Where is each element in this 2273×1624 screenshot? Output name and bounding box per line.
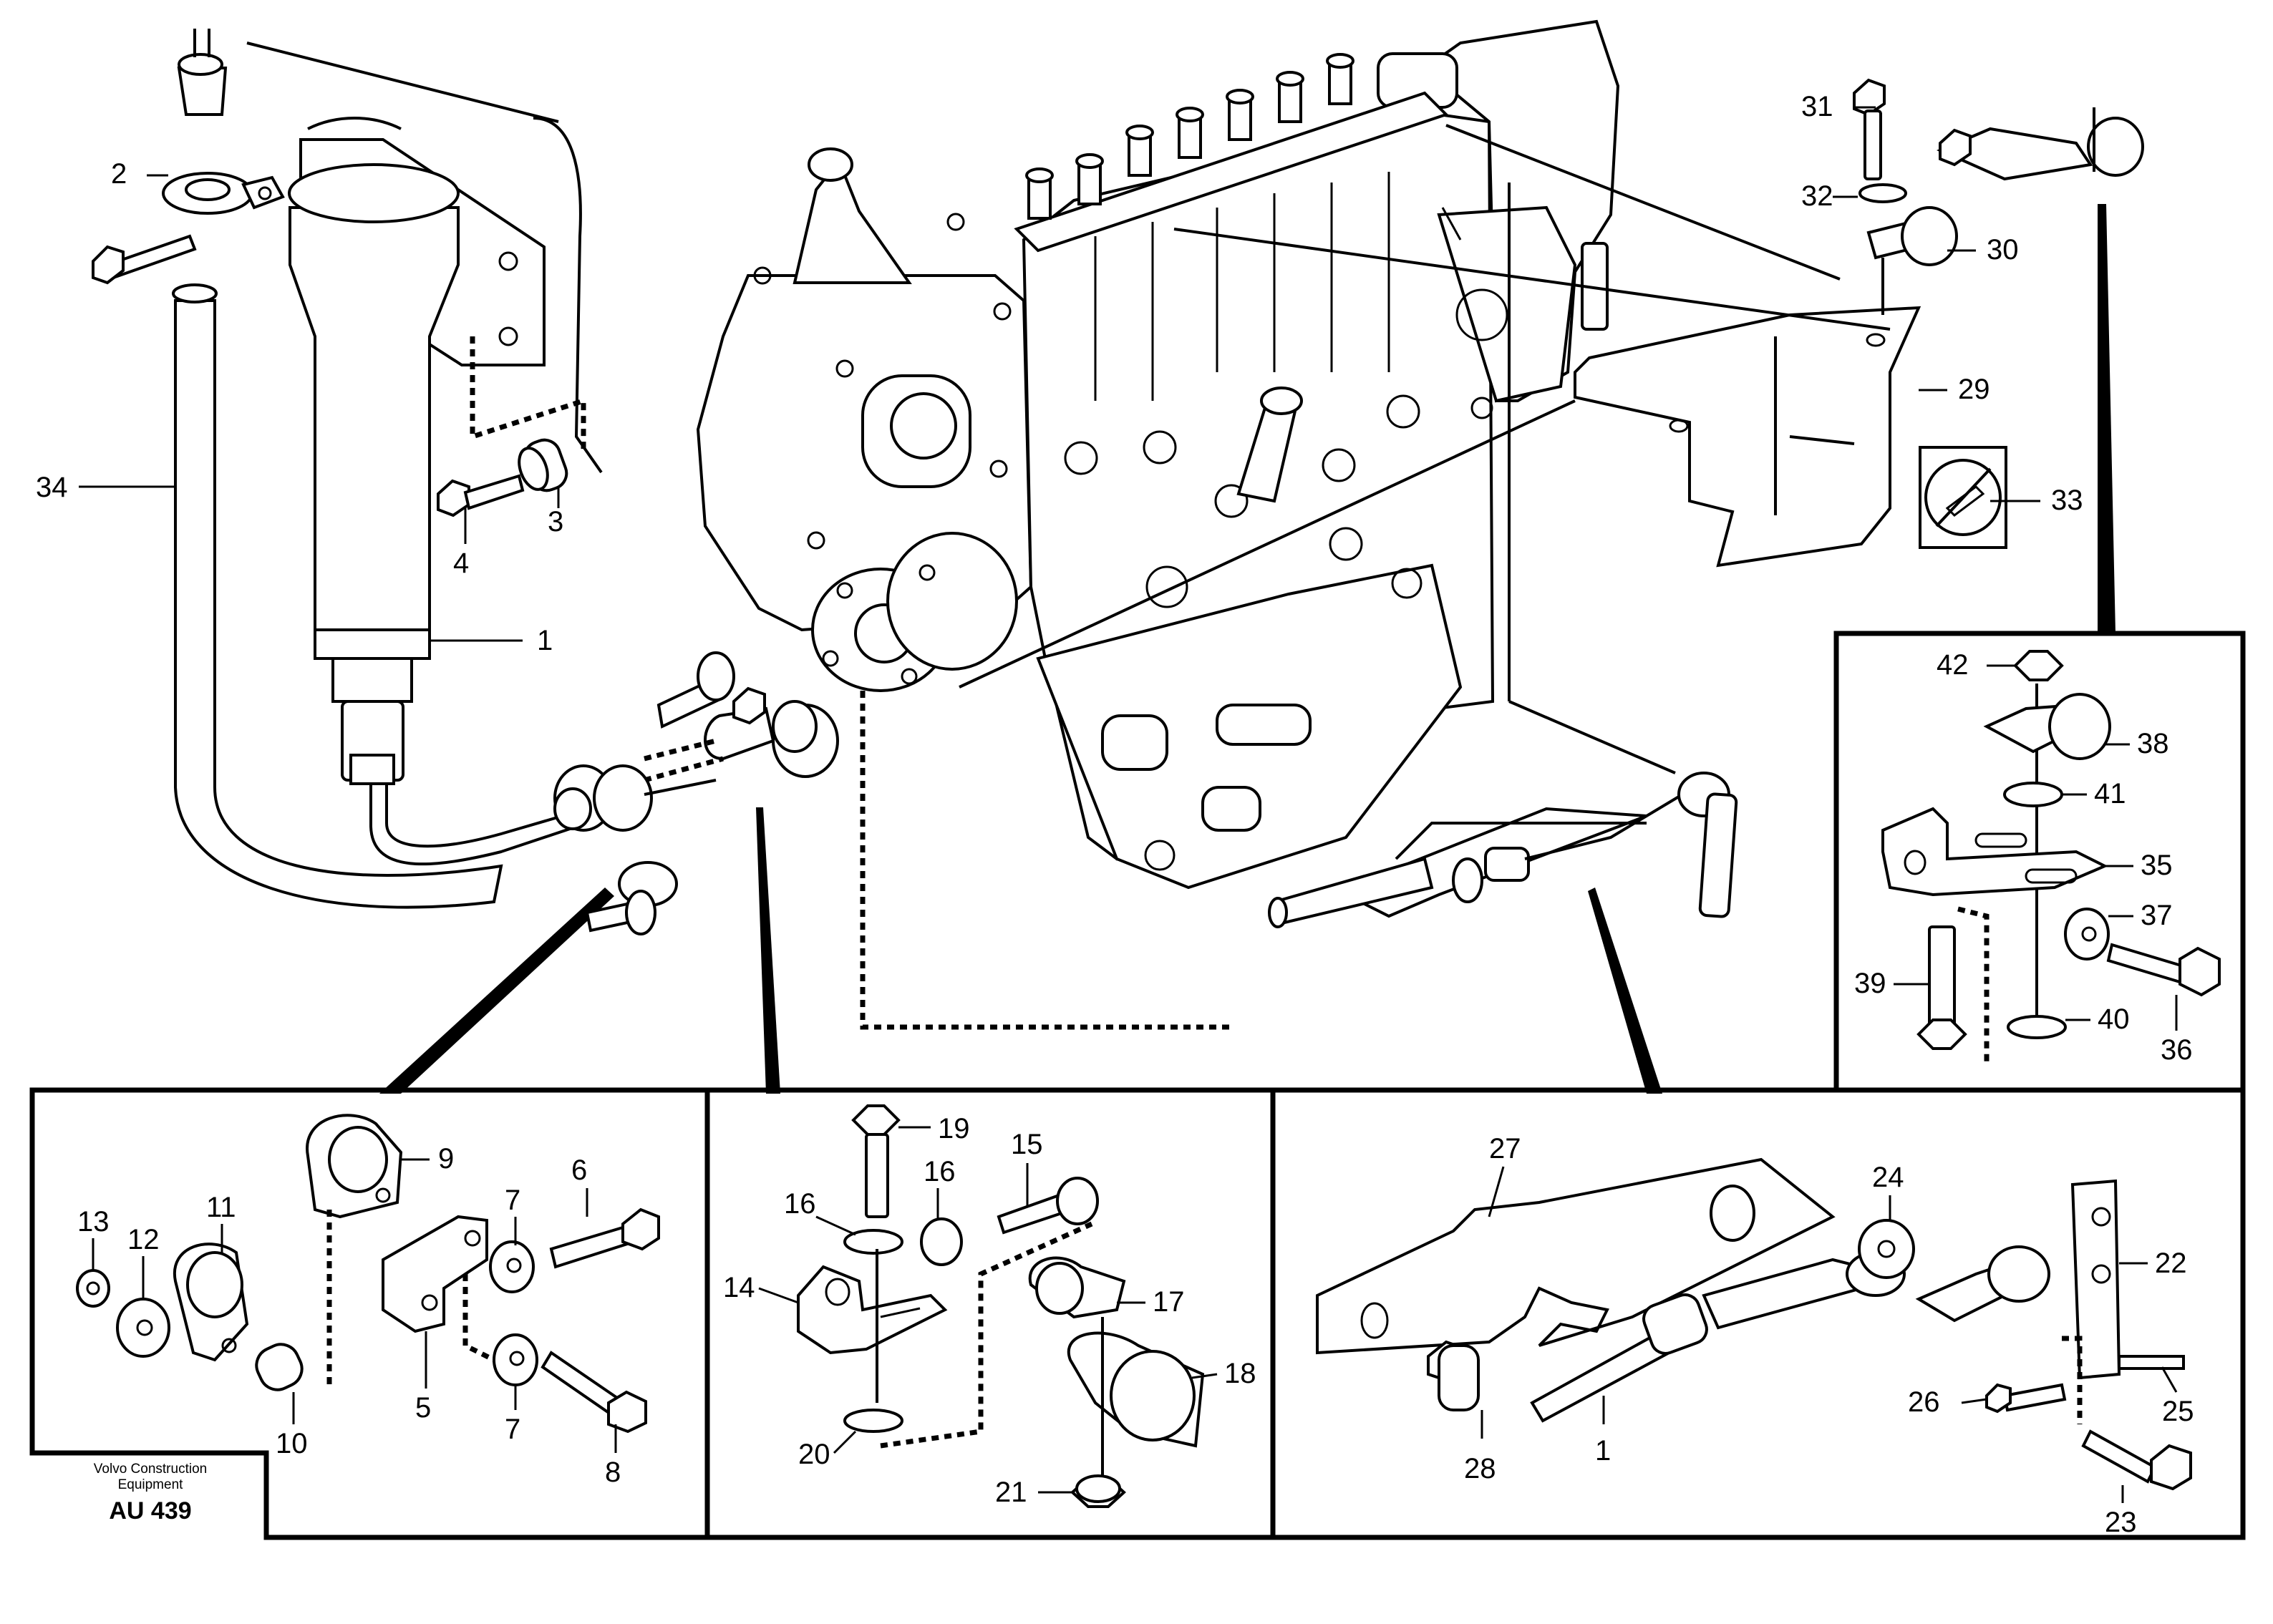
pointer-right — [1588, 888, 1662, 1094]
part-label: 33 — [2051, 485, 2083, 516]
injection-pump — [696, 19, 1620, 890]
part-label: 24 — [1872, 1162, 1904, 1193]
detail-box-middle — [704, 1087, 1276, 1540]
detail-box-right — [1270, 1087, 2246, 1540]
part-label: 9 — [438, 1143, 454, 1175]
part-label: 6 — [571, 1154, 587, 1186]
part-label: 13 — [77, 1206, 110, 1238]
part-label: 11 — [206, 1192, 236, 1223]
main-right-bracket — [1173, 78, 2144, 568]
part-label: 41 — [2094, 778, 2126, 809]
part-label: 3 — [548, 506, 563, 538]
part-label: 14 — [723, 1272, 755, 1303]
part-label: 36 — [2161, 1034, 2193, 1066]
part-label: 39 — [1854, 968, 1886, 999]
part-label: 22 — [2155, 1248, 2187, 1279]
part-label: 27 — [1489, 1133, 1521, 1164]
part-label: 1 — [537, 625, 553, 656]
pointer-bracket — [2098, 204, 2116, 633]
part-label: 28 — [1464, 1453, 1496, 1484]
part-label: 19 — [938, 1113, 970, 1144]
part-label: 29 — [1958, 374, 1990, 405]
detail-box-bracket — [1833, 631, 2246, 1093]
part-label: 10 — [276, 1428, 308, 1459]
detail-bracket-parts — [1881, 650, 2221, 1066]
volvo-logo-block: Volvo Construction Equipment AU 439 — [94, 1462, 207, 1525]
part-label: 4 — [453, 548, 469, 579]
part-labels: 2 34 4 3 1 31 32 30 29 33 9 6 7 5 7 8 10… — [36, 91, 2194, 1538]
part-label: 1 — [1595, 1435, 1611, 1467]
part-label: 5 — [415, 1392, 431, 1424]
detail-middle-parts — [797, 1104, 1205, 1508]
part-label: 35 — [2141, 850, 2173, 881]
part-label: 38 — [2137, 728, 2169, 759]
part-label: 42 — [1937, 649, 1969, 681]
injector-nipples — [1025, 53, 1354, 220]
detail-right-parts — [1316, 1157, 2192, 1491]
part-label: 20 — [798, 1439, 830, 1470]
main-throttle-cable — [1268, 772, 1738, 928]
part-label: 40 — [2098, 1003, 2130, 1035]
part-label: 31 — [1801, 91, 1833, 122]
part-label: 34 — [36, 472, 68, 503]
part-label: 12 — [127, 1224, 160, 1255]
part-label: 18 — [1224, 1358, 1256, 1389]
part-label: 23 — [2105, 1507, 2137, 1538]
part-label: 30 — [1987, 234, 2019, 266]
detail-pointers — [379, 204, 2116, 1094]
leader-lines — [79, 106, 2178, 1503]
part-label: 16 — [784, 1188, 816, 1220]
pointer-middle — [756, 807, 780, 1094]
part-label: 37 — [2141, 900, 2173, 931]
part-label: 17 — [1153, 1286, 1185, 1318]
part-label: 7 — [505, 1414, 520, 1445]
part-label: 25 — [2162, 1396, 2194, 1427]
part-label: 8 — [605, 1457, 621, 1488]
part-label: 2 — [111, 158, 127, 190]
part-label: 7 — [505, 1185, 520, 1216]
logo-line-2: Equipment — [118, 1477, 184, 1492]
part-label: 32 — [1801, 180, 1833, 212]
pointer-left — [379, 888, 614, 1094]
stop-solenoid-assembly — [92, 29, 603, 909]
logo-code: AU 439 — [109, 1497, 191, 1525]
main-clamp-assembly — [553, 651, 839, 935]
part-label: 21 — [995, 1477, 1027, 1508]
part-label: 15 — [1011, 1129, 1043, 1160]
part-label: 16 — [924, 1156, 956, 1187]
part-label: 26 — [1908, 1386, 1940, 1418]
detail-frames — [29, 631, 2246, 1540]
logo-line-1: Volvo Construction — [94, 1462, 207, 1477]
